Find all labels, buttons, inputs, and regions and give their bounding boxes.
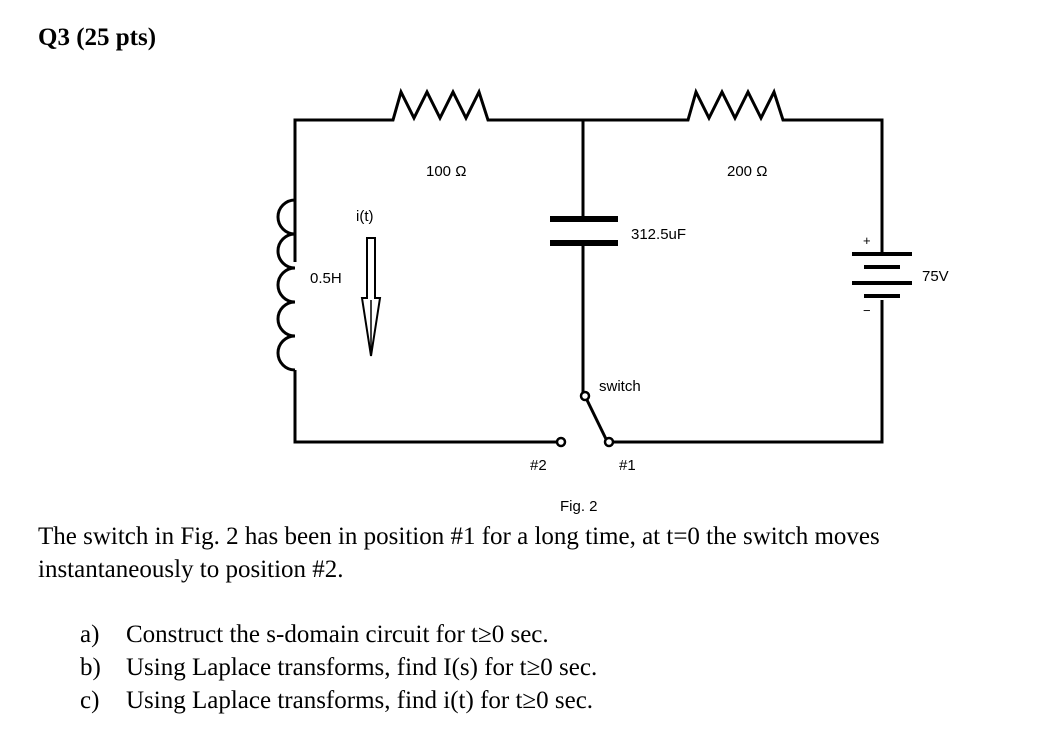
switch-label: switch [599, 378, 641, 395]
source-voltage-label: 75V [922, 268, 949, 285]
battery-plate-2 [864, 265, 900, 269]
top-left-wire [293, 87, 583, 262]
battery-plate-3 [852, 281, 912, 285]
list-item: a) Construct the s-domain circuit for t≥0… [80, 618, 597, 651]
battery-plate-4 [864, 294, 900, 298]
switch-arm [585, 399, 608, 440]
position-1-label: #1 [619, 457, 636, 474]
current-label: i(t) [356, 208, 374, 225]
top-right-wire [583, 87, 884, 252]
parts-list: a) Construct the s-domain circuit for t≥0… [80, 618, 597, 717]
list-item: c) Using Laplace transforms, find i(t) fo… [80, 684, 597, 717]
part-letter: a) [80, 621, 100, 648]
capacitor-label: 312.5uF [631, 226, 686, 243]
figure-caption: Fig. 2 [560, 498, 598, 515]
problem-statement: The switch in Fig. 2 has been in positio… [38, 523, 880, 583]
circuit-diagram: 100 Ω 200 Ω 312.5uF 0.5H i(t) 75V + − sw… [276, 87, 949, 474]
part-letter: c) [80, 687, 100, 714]
part-text: Using Laplace transforms, find i(t) for … [126, 687, 594, 714]
position-2-label: #2 [530, 457, 547, 474]
battery-plate-1 [852, 252, 912, 256]
current-arrow-icon [360, 237, 382, 357]
inductor-coil [276, 198, 296, 372]
inductor-label: 0.5H [310, 270, 342, 287]
list-item: b) Using Laplace transforms, find I(s) fo… [80, 651, 597, 684]
bottom-right-wire [613, 300, 884, 444]
terminal-position-1 [603, 436, 615, 448]
switch-pivot [579, 390, 591, 402]
resistor-left-label: 100 Ω [426, 163, 466, 180]
source-plus-label: + [863, 233, 871, 248]
source-minus-label: − [863, 303, 871, 318]
resistor-right-label: 200 Ω [727, 163, 767, 180]
bottom-left-wire [293, 370, 557, 444]
capacitor-plate-top [550, 216, 618, 222]
part-text: Construct the s-domain circuit for t≥0 s… [126, 621, 549, 648]
part-text: Using Laplace transforms, find I(s) for … [126, 654, 598, 681]
part-letter: b) [80, 654, 101, 681]
question-title: Q3 (25 pts) [38, 24, 157, 51]
terminal-position-2 [555, 436, 567, 448]
capacitor-plate-bottom [550, 240, 618, 246]
